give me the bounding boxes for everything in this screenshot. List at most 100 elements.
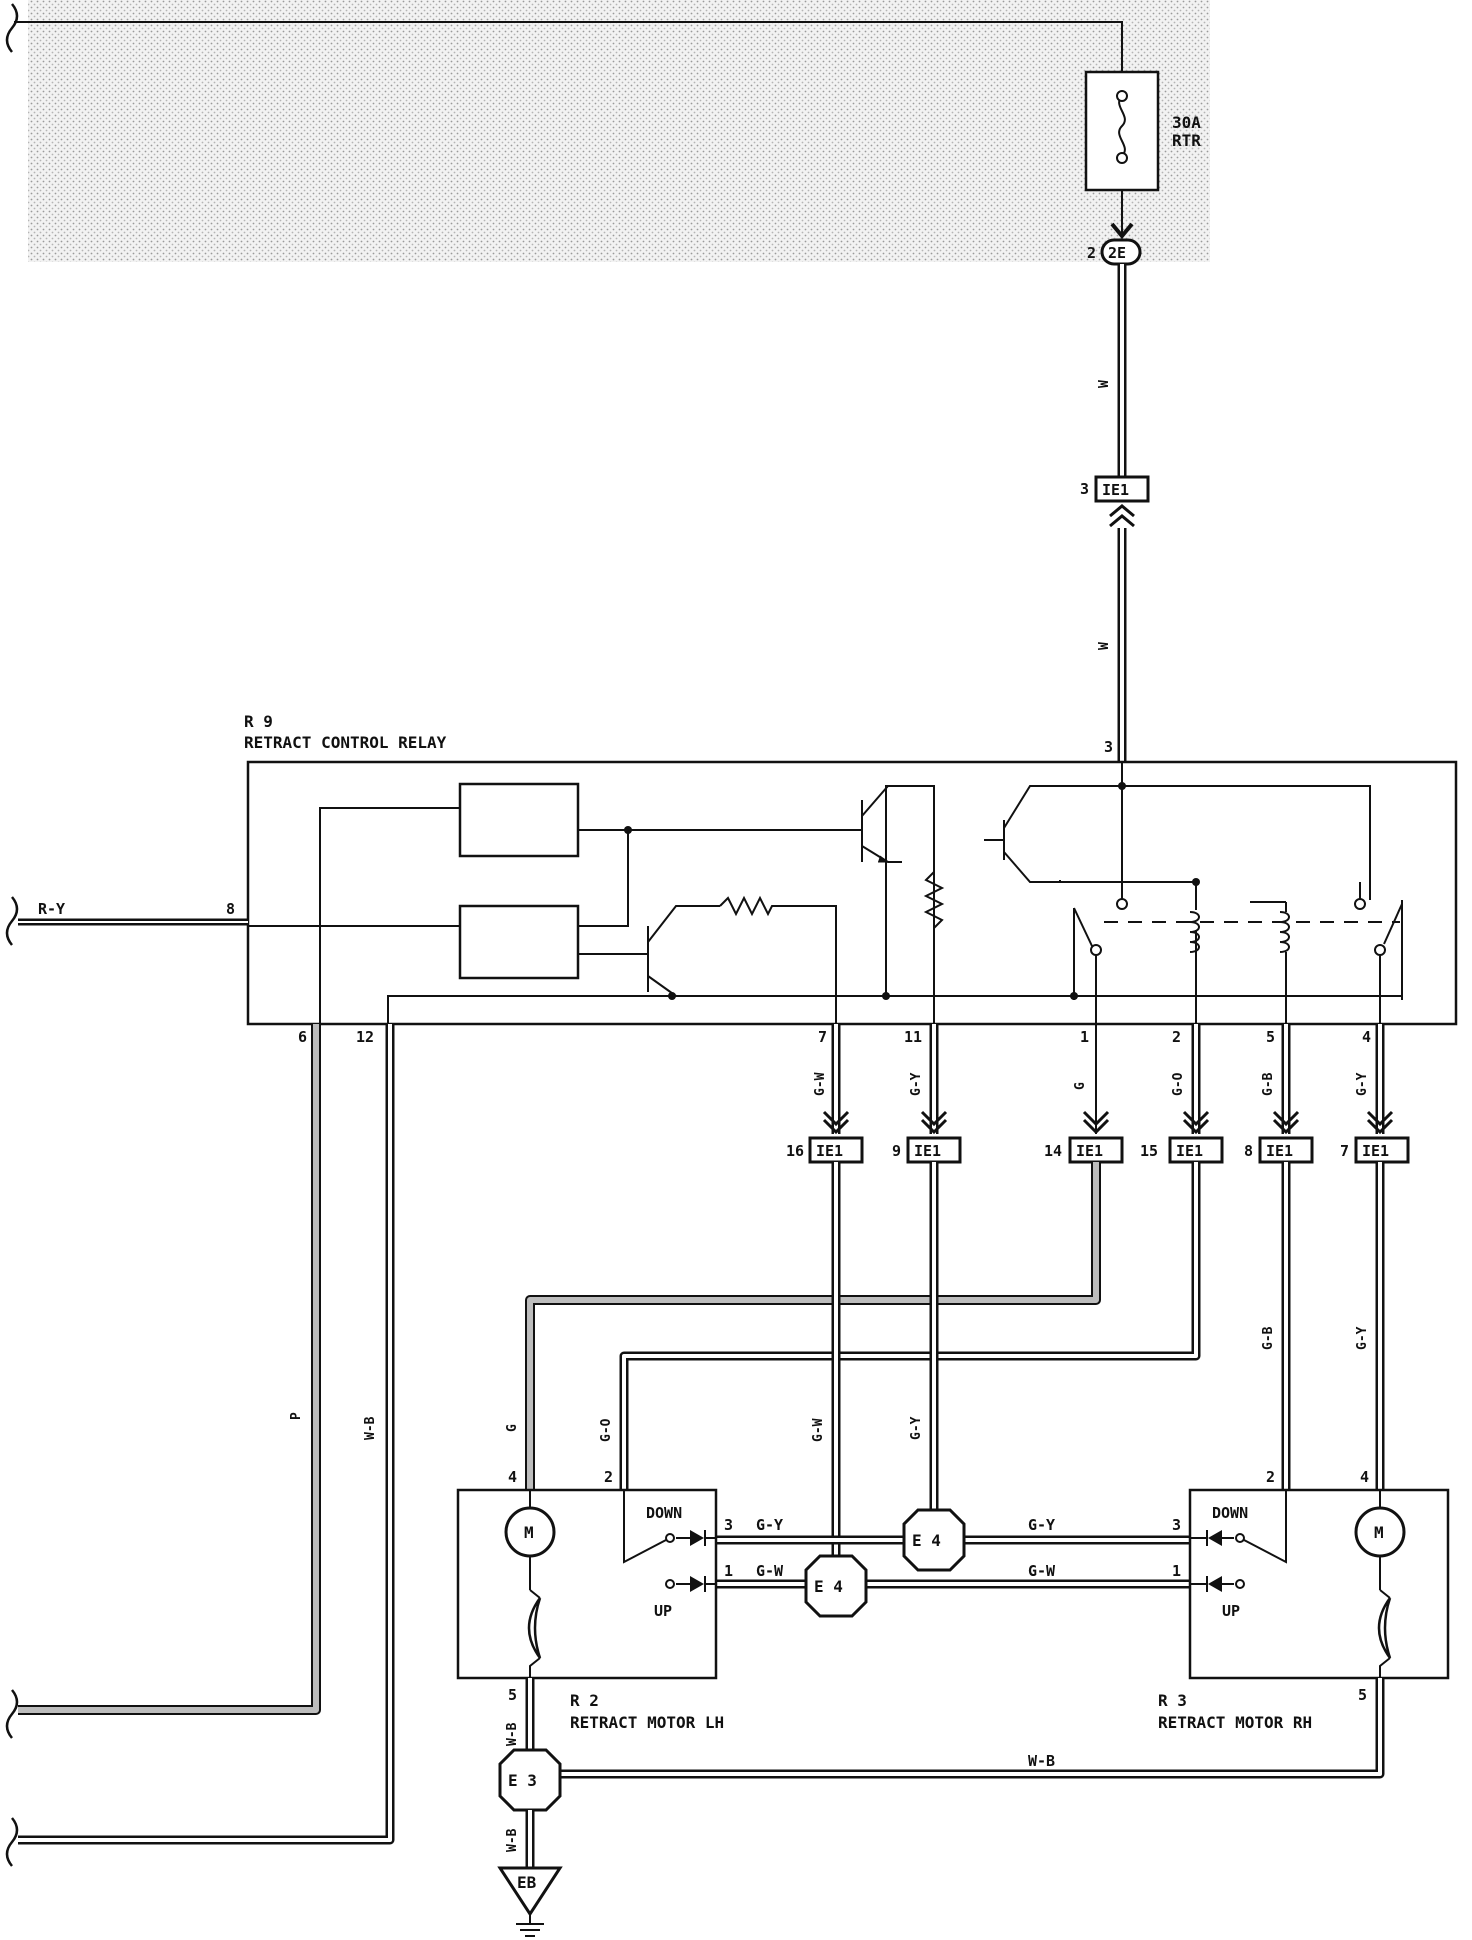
wire-label-ry: R-Y: [38, 900, 65, 918]
motor-lh-name: RETRACT MOTOR LH: [570, 1713, 724, 1732]
connector-2e: 2 2E: [1087, 238, 1142, 266]
motor-rh-pin-3: 3: [1172, 1516, 1181, 1534]
wire-label-gy: G-Y: [909, 1072, 924, 1096]
motor-lh-m: M: [524, 1523, 534, 1542]
wire-label-gy-h-left: G-Y: [756, 1516, 783, 1534]
connector-label: IE1: [914, 1142, 941, 1160]
wire-label-wb: W-B: [363, 1416, 378, 1440]
left-break-marks: [5, 3, 19, 1867]
relay-pin-11: 11: [904, 1028, 922, 1046]
wire-label-w-mid: W: [1097, 642, 1112, 650]
connector-ie1-15: 15 IE1: [1140, 1136, 1224, 1164]
wire-label-gb: G-B: [1261, 1072, 1276, 1096]
ground-eb-label: EB: [517, 1873, 537, 1892]
wire-label-wb-e3: W-B: [1028, 1752, 1055, 1770]
wire-label-gw-h-left: G-W: [756, 1562, 784, 1580]
motor-rh-up-label: UP: [1222, 1602, 1240, 1620]
connector-ie1-top-pin: 3: [1080, 480, 1089, 498]
connector-2e-label: 2E: [1108, 244, 1126, 262]
motor-rh-pin-5: 5: [1358, 1686, 1367, 1704]
motor-rh-pin-2: 2: [1266, 1468, 1275, 1486]
connector-label: IE1: [1266, 1142, 1293, 1160]
wire-label-p: P: [289, 1412, 304, 1420]
connector-pin: 14: [1044, 1142, 1062, 1160]
fuse-name: RTR: [1172, 131, 1201, 150]
connector-pin: 15: [1140, 1142, 1158, 1160]
relay-pin-4: 4: [1362, 1028, 1371, 1046]
motor-lh-pin-1: 1: [724, 1562, 733, 1580]
wire-label-w-top: W: [1097, 380, 1112, 388]
splice-e4-bottom: E 4: [804, 1554, 868, 1618]
power-source-region: [0, 0, 1210, 262]
motor-lh-code: R 2: [570, 1691, 599, 1710]
motor-lh-pin-5: 5: [508, 1686, 517, 1704]
relay-code: R 9: [244, 712, 273, 731]
lower-harness: G G-O G-W G-Y G-B G-Y G-Y G-W G-Y G-W: [505, 1162, 1385, 1589]
motor-rh-code: R 3: [1158, 1691, 1187, 1710]
wire-wb-left: W-B: [18, 1024, 395, 1845]
wire-p: P: [18, 1024, 321, 1715]
connector-ie1-14: 14 IE1: [1044, 1136, 1124, 1164]
relay-pin-1: 1: [1080, 1028, 1089, 1046]
fuse-arrow: [1110, 222, 1134, 240]
relay-name: RETRACT CONTROL RELAY: [244, 733, 447, 752]
top-feed-wire: [14, 21, 1123, 72]
wire-label-gw-mid: G-W: [811, 1418, 826, 1442]
splice-e4-top-label: E 4: [912, 1531, 941, 1550]
connector-label: IE1: [816, 1142, 843, 1160]
wire-label-gy-h-right: G-Y: [1028, 1516, 1055, 1534]
relay-pin-2: 2: [1172, 1028, 1181, 1046]
retract-motor-rh: 2 4 M DOWN UP 3 1 5 R 3 RETRACT MOTOR RH: [1158, 1468, 1450, 1732]
connector-label: IE1: [1176, 1142, 1203, 1160]
splice-e3-label: E 3: [508, 1771, 537, 1790]
splice-e4-top: E 4: [902, 1508, 966, 1572]
wire-label-wb-bottom: W-B: [505, 1828, 520, 1852]
motor-lh-pin-2: 2: [604, 1468, 613, 1486]
motor-rh-m: M: [1374, 1523, 1384, 1542]
relay-pin-7: 7: [818, 1028, 827, 1046]
connector-ie1-8: 8 IE1: [1244, 1136, 1314, 1164]
relay-pin-8: 8: [226, 900, 235, 918]
connector-ie1-9: 9 IE1: [892, 1136, 962, 1164]
splice-e4-bottom-label: E 4: [814, 1577, 843, 1596]
relay-pin-12: 12: [356, 1028, 374, 1046]
wire-label-g: G: [1073, 1082, 1088, 1090]
wire-label-gy-mid: G-Y: [909, 1416, 924, 1440]
retract-motor-lh: 4 2 M DOWN UP 3 1 5 R 2 RETRACT MOTOR LH: [456, 1468, 733, 1732]
connector-ie1-16: 16 IE1: [786, 1136, 864, 1164]
connector-label: IE1: [1076, 1142, 1103, 1160]
motor-lh-down-label: DOWN: [646, 1504, 682, 1522]
wire-label-g-lh: G: [505, 1424, 520, 1432]
wire-label-gw-h-right: G-W: [1028, 1562, 1056, 1580]
connector-pin: 16: [786, 1142, 804, 1160]
wire-label-go: G-O: [1171, 1072, 1186, 1096]
ground-eb: EB: [497, 1866, 563, 1937]
ground-run: W-B W-B E 3 W-B EB: [497, 1678, 1385, 1937]
fuse-rating: 30A: [1172, 113, 1201, 132]
motor-lh-pin-4: 4: [508, 1468, 517, 1486]
wire-label-go-lh: G-O: [599, 1418, 614, 1442]
connector-pin: 8: [1244, 1142, 1253, 1160]
wire-ry: R-Y 8: [18, 900, 248, 926]
retract-control-relay: R 9 RETRACT CONTROL RELAY: [244, 712, 1458, 1044]
wire-label-gb-rh: G-B: [1261, 1326, 1276, 1350]
splice-e3: [498, 1748, 562, 1812]
motor-lh-up-label: UP: [654, 1602, 672, 1620]
motor-lh-pin-3: 3: [724, 1516, 733, 1534]
relay-pin-5: 5: [1266, 1028, 1275, 1046]
relay-output-wires: G-W G-Y G G-O G-B G-Y: [813, 1024, 1394, 1135]
wire-label-gy2: G-Y: [1355, 1072, 1370, 1096]
connector-ie1-7: 7 IE1: [1340, 1136, 1410, 1164]
connector-pin: 9: [892, 1142, 901, 1160]
wire-label-gy-rh: G-Y: [1355, 1326, 1370, 1350]
relay-pin-6: 6: [298, 1028, 307, 1046]
relay-pin-3: 3: [1104, 738, 1113, 756]
wire-label-wb-lh: W-B: [505, 1722, 520, 1746]
motor-rh-pin-4: 4: [1360, 1468, 1369, 1486]
motor-rh-down-label: DOWN: [1212, 1504, 1248, 1522]
connector-ie1-top-label: IE1: [1102, 481, 1129, 499]
motor-rh-pin-1: 1: [1172, 1562, 1181, 1580]
connector-pin: 7: [1340, 1142, 1349, 1160]
connector-ie1-row: 16 IE1 9 IE1 14 IE1 15 IE1 8 IE1 7 IE1: [786, 1136, 1410, 1164]
